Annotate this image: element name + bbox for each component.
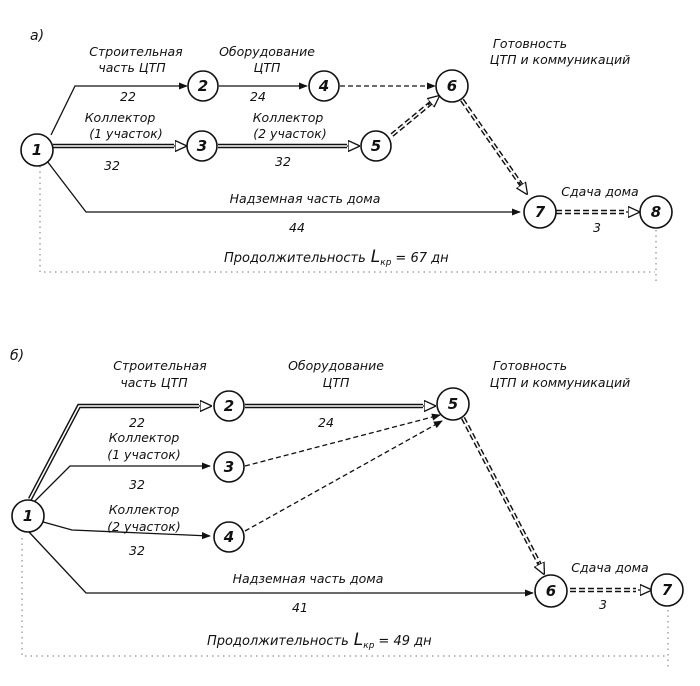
node-a-2: 2	[187, 70, 219, 102]
edge-b-1-6	[28, 531, 534, 597]
svg-text:6: 6	[447, 77, 457, 95]
edge-b-1-4-duration: 32	[129, 543, 145, 558]
node-a-5: 5	[360, 130, 392, 162]
edge-a-5-6	[390, 96, 439, 137]
edge-a-3-5-name1: Коллектор	[253, 110, 324, 125]
svg-text:8: 8	[651, 203, 661, 221]
panel-a: а)	[20, 28, 673, 285]
node-b-7: 7	[650, 573, 684, 607]
edge-a-1-7	[46, 160, 521, 216]
edge-b-1-4	[35, 519, 211, 540]
node-a-7: 7	[523, 195, 557, 229]
svg-text:6: 6	[546, 582, 556, 600]
edge-a-1-2-name1: Строительная	[89, 44, 183, 59]
edge-a-1-2-name2: часть ЦТП	[98, 60, 166, 75]
node-b-2: 2	[213, 390, 245, 422]
edge-b-4-5	[244, 420, 443, 532]
node-a-6: 6	[435, 69, 469, 103]
panel-b: б) Строительная част	[10, 348, 684, 670]
svg-text:7: 7	[662, 581, 673, 599]
edge-a-2-4-name2: ЦТП	[254, 60, 281, 75]
edge-a-1-3-duration: 32	[104, 158, 120, 173]
node-a-3: 3	[186, 130, 218, 162]
edge-b-1-6-name: Надземная часть дома	[233, 571, 384, 586]
edge-a-1-7-duration: 44	[289, 220, 305, 235]
edge-b-1-2-duration: 22	[129, 415, 145, 430]
edge-a-1-2-duration: 22	[120, 89, 136, 104]
node-b-6: 6	[534, 574, 568, 608]
node-b-3: 3	[213, 451, 245, 483]
svg-text:4: 4	[223, 528, 234, 546]
svg-text:4: 4	[318, 77, 329, 95]
svg-text:5: 5	[448, 395, 458, 413]
edge-b-6-7-name: Сдача дома	[571, 560, 648, 575]
edge-b-1-3-name2: (1 участок)	[107, 447, 180, 462]
svg-text:5: 5	[371, 137, 381, 155]
edge-b-2-5-name1: Оборудование	[288, 358, 384, 373]
edge-b-1-3-duration: 32	[129, 477, 145, 492]
svg-text:2: 2	[198, 77, 208, 95]
edge-b-1-4-name2: (2 участок)	[107, 519, 180, 534]
edge-b-1-3-name1: Коллектор	[109, 430, 180, 445]
edge-b-3-5	[244, 413, 441, 467]
panel-a-frame	[39, 155, 655, 273]
node-a-4: 4	[308, 70, 340, 102]
node-b-4: 4	[213, 521, 245, 553]
node-b-5: 5	[436, 387, 470, 421]
panel-b-label: б)	[10, 348, 24, 364]
edge-b-5-6	[461, 416, 544, 574]
readiness-label-a-2: ЦТП и коммуникаций	[490, 52, 631, 67]
edge-b-1-2-name2: часть ЦТП	[120, 375, 188, 390]
panel-b-frame	[21, 538, 668, 657]
edge-a-1-3-name1: Коллектор	[85, 110, 156, 125]
edge-a-1-2	[50, 82, 188, 136]
edge-b-1-3	[33, 462, 211, 503]
edge-a-3-5-duration: 32	[275, 154, 291, 169]
svg-text:3: 3	[224, 458, 234, 476]
node-a-8: 8	[639, 195, 673, 229]
edge-b-1-6-duration: 41	[292, 600, 308, 615]
edge-b-6-7-duration: 3	[599, 597, 607, 612]
panel-a-label: а)	[30, 28, 44, 44]
node-a-1: 1	[20, 133, 54, 167]
edge-a-2-4-name1: Оборудование	[219, 44, 315, 59]
node-b-1: 1	[11, 499, 45, 533]
svg-text:2: 2	[224, 397, 234, 415]
svg-text:3: 3	[197, 137, 207, 155]
edge-a-3-5-name2: (2 участок)	[253, 126, 326, 141]
edge-a-6-7	[460, 98, 527, 194]
edge-a-1-3-name2: (1 участок)	[89, 126, 162, 141]
edge-b-1-2	[28, 406, 211, 501]
readiness-label-a-1: Готовность	[493, 36, 567, 51]
edge-a-1-7-name: Надземная часть дома	[230, 191, 381, 206]
edge-b-1-2-name1: Строительная	[113, 358, 207, 373]
edge-b-2-5-duration: 24	[318, 415, 334, 430]
edge-b-2-5-name2: ЦТП	[323, 375, 350, 390]
edge-b-1-4-name1: Коллектор	[109, 502, 180, 517]
svg-text:7: 7	[535, 203, 546, 221]
readiness-label-b-2: ЦТП и коммуникаций	[490, 375, 631, 390]
svg-text:1: 1	[32, 141, 42, 159]
edge-a-2-4-duration: 24	[250, 89, 266, 104]
svg-text:1: 1	[23, 507, 33, 525]
edge-a-7-8-name: Сдача дома	[561, 184, 638, 199]
readiness-label-b-1: Готовность	[493, 358, 567, 373]
edge-a-7-8-duration: 3	[593, 220, 601, 235]
